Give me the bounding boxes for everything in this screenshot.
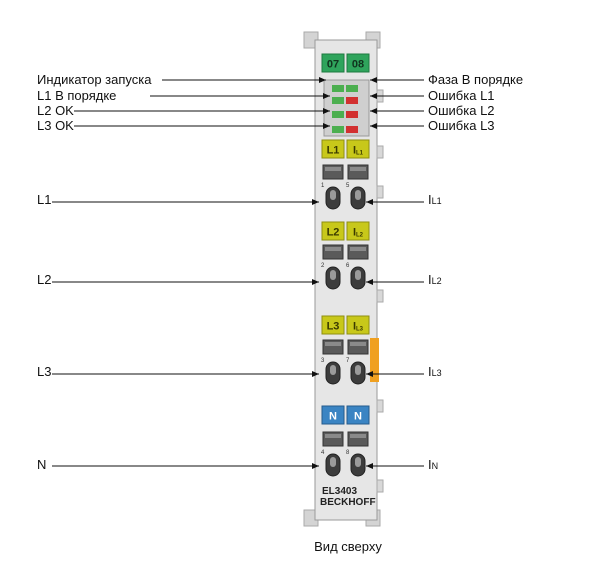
led-l3-ok — [332, 126, 344, 133]
led-l2-ok — [332, 111, 344, 118]
led-error-l2 — [346, 111, 358, 118]
led-indicators — [332, 85, 358, 133]
label-n: N — [37, 457, 47, 472]
pin-number-8: 8 — [346, 450, 350, 456]
channel-tile-right-3: IL3 — [353, 321, 364, 333]
terminal-5[interactable]: 5 — [346, 164, 369, 210]
terminal-6[interactable]: 6 — [346, 244, 369, 290]
pin-number-7: 7 — [346, 358, 350, 364]
led-error-l1 — [346, 97, 358, 104]
channel-tile-left-4: N — [329, 411, 337, 423]
pin-number-5: 5 — [346, 183, 350, 189]
terminal-7[interactable]: 7 — [346, 339, 369, 385]
model-number: EL3403 — [322, 486, 357, 497]
label-l2: L2 — [37, 272, 52, 287]
label-error-l3: Ошибка L3 — [428, 118, 495, 133]
label-il2: IL2 — [428, 272, 442, 289]
led-l1-ok — [332, 97, 344, 104]
label-run-indicator: Индикатор запуска — [37, 72, 152, 87]
label-in-main: I — [428, 457, 432, 472]
pin-number-4: 4 — [321, 450, 325, 456]
brand-name: BECKHOFF — [320, 497, 376, 508]
label-l3-ok: L3 OK — [37, 118, 74, 133]
caption-top-view: Вид сверху — [314, 539, 382, 554]
label-il3: IL3 — [428, 364, 442, 381]
terminal-1[interactable]: 1 — [321, 164, 344, 210]
terminal-3[interactable]: 3 — [321, 339, 344, 385]
orange-clip — [370, 338, 379, 382]
label-in: IN — [428, 457, 438, 474]
channel-tile-left-3: L3 — [327, 321, 340, 333]
led-phase-ok — [346, 85, 358, 92]
label-il1: IL1 — [428, 192, 442, 209]
terminal-8[interactable]: 8 — [346, 431, 369, 477]
label-in-sub: N — [431, 461, 439, 471]
label-il1-sub: L1 — [431, 196, 442, 206]
label-il3-main: I — [428, 364, 432, 379]
channel-tile-right-1: IL1 — [353, 145, 364, 157]
channel-tile-right-4: N — [354, 411, 362, 423]
channel-tile-left-1: L1 — [327, 145, 340, 157]
label-l2-ok: L2 OK — [37, 103, 74, 118]
led-run — [332, 85, 344, 92]
channel-tile-left-2: L2 — [327, 227, 340, 239]
pin-number-1: 1 — [321, 183, 325, 189]
slot-number-07: 07 — [327, 59, 339, 71]
channel-tile-right-2: IL2 — [353, 227, 364, 239]
label-error-l1: Ошибка L1 — [428, 88, 495, 103]
label-il3-sub: L3 — [431, 368, 442, 378]
leader-lines-left — [52, 77, 330, 469]
terminal-4[interactable]: 4 — [321, 431, 344, 477]
label-il2-main: I — [428, 272, 432, 287]
leader-lines-right — [366, 77, 424, 469]
label-il1-main: I — [428, 192, 432, 207]
label-l3: L3 — [37, 364, 52, 379]
label-phase-ok: Фаза В порядке — [428, 72, 524, 87]
slot-number-08: 08 — [352, 59, 364, 71]
pin-number-2: 2 — [321, 263, 325, 269]
label-l1: L1 — [37, 192, 52, 207]
label-il2-sub: L2 — [431, 276, 442, 286]
pin-number-6: 6 — [346, 263, 350, 269]
pin-number-3: 3 — [321, 358, 325, 364]
label-error-l2: Ошибка L2 — [428, 103, 495, 118]
label-l1-ok: L1 В порядке — [37, 88, 117, 103]
terminal-2[interactable]: 2 — [321, 244, 344, 290]
led-error-l3 — [346, 126, 358, 133]
